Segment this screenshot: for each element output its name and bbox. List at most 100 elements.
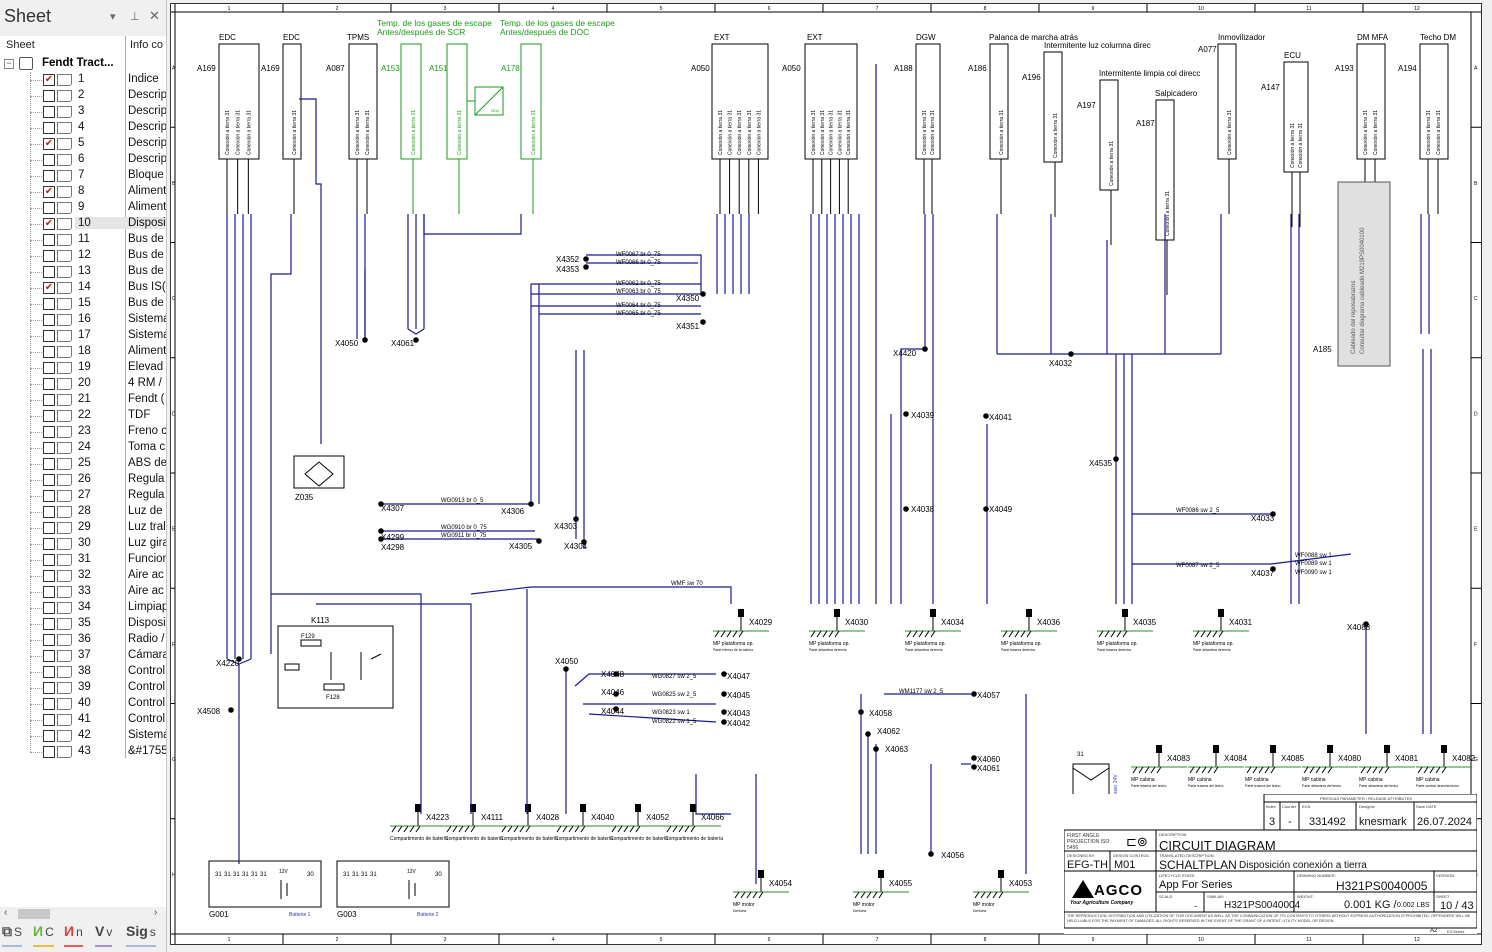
sheet-checkbox[interactable]: [43, 650, 55, 662]
sheet-checkbox[interactable]: ✔: [43, 74, 55, 86]
chevron-down-icon[interactable]: ▾: [110, 11, 116, 23]
sheet-checkbox[interactable]: [43, 410, 55, 422]
pin-icon[interactable]: ⊥: [130, 11, 140, 23]
sheet-checkbox[interactable]: ✔: [43, 218, 55, 230]
sheet-checkbox[interactable]: [43, 362, 55, 374]
sheet-checkbox[interactable]: [43, 394, 55, 406]
sheet-checkbox[interactable]: [43, 90, 55, 102]
sheet-checkbox[interactable]: [43, 586, 55, 598]
horizontal-scrollbar[interactable]: ‹ ›: [0, 907, 166, 921]
sheet-checkbox[interactable]: [43, 266, 55, 278]
scroll-right-icon[interactable]: ›: [154, 907, 158, 918]
sheet-checkbox[interactable]: ✔: [43, 282, 55, 294]
sheet-checkbox[interactable]: [43, 378, 55, 390]
sheet-checkbox[interactable]: [43, 570, 55, 582]
sheet-checkbox[interactable]: [43, 474, 55, 486]
sheet-checkbox[interactable]: [43, 746, 55, 758]
sheet-checkbox[interactable]: [43, 170, 55, 182]
sheet-checkbox[interactable]: [43, 538, 55, 550]
sheet-checkbox[interactable]: [43, 490, 55, 502]
sheet-row-43[interactable]: 43&#1755: [0, 744, 166, 760]
sheet-checkbox[interactable]: [43, 330, 55, 342]
sheet-checkbox[interactable]: [43, 682, 55, 694]
sheet-checkbox[interactable]: [43, 634, 55, 646]
sheet-checkbox[interactable]: [43, 426, 55, 438]
sheet-checkbox[interactable]: [43, 602, 55, 614]
sheet-checkbox[interactable]: [43, 250, 55, 262]
sheet-checkbox[interactable]: ✔: [43, 186, 55, 198]
sheet-checkbox[interactable]: [43, 506, 55, 518]
column-separator[interactable]: [125, 36, 126, 758]
sheet-checkbox[interactable]: [43, 554, 55, 566]
sheet-checkbox[interactable]: [43, 122, 55, 134]
column-info[interactable]: Info co: [130, 39, 164, 51]
sheet-checkbox[interactable]: [43, 154, 55, 166]
sheet-checkbox[interactable]: [43, 618, 55, 630]
sheet-checkbox[interactable]: [43, 666, 55, 678]
sheet-checkbox[interactable]: [43, 698, 55, 710]
sheet-checkbox[interactable]: [43, 458, 55, 470]
sheet-checkbox[interactable]: [43, 234, 55, 246]
column-sheet[interactable]: Sheet: [6, 39, 35, 51]
panel-tab-0[interactable]: ⧉S: [2, 921, 23, 947]
close-icon[interactable]: ✕: [149, 8, 160, 23]
sheet-checkbox[interactable]: [43, 298, 55, 310]
sheet-checkbox[interactable]: ✔: [43, 138, 55, 150]
sheet-checkbox[interactable]: [43, 714, 55, 726]
scroll-left-icon[interactable]: ‹: [4, 907, 8, 918]
sheet-checkbox[interactable]: [43, 730, 55, 742]
sheet-checkbox[interactable]: [43, 442, 55, 454]
scrollbar-thumb[interactable]: [18, 909, 50, 919]
sheet-checkbox[interactable]: [43, 314, 55, 326]
collapse-icon[interactable]: −: [4, 59, 14, 69]
sheet-checkbox[interactable]: [43, 522, 55, 534]
sheet-checkbox[interactable]: [43, 346, 55, 358]
